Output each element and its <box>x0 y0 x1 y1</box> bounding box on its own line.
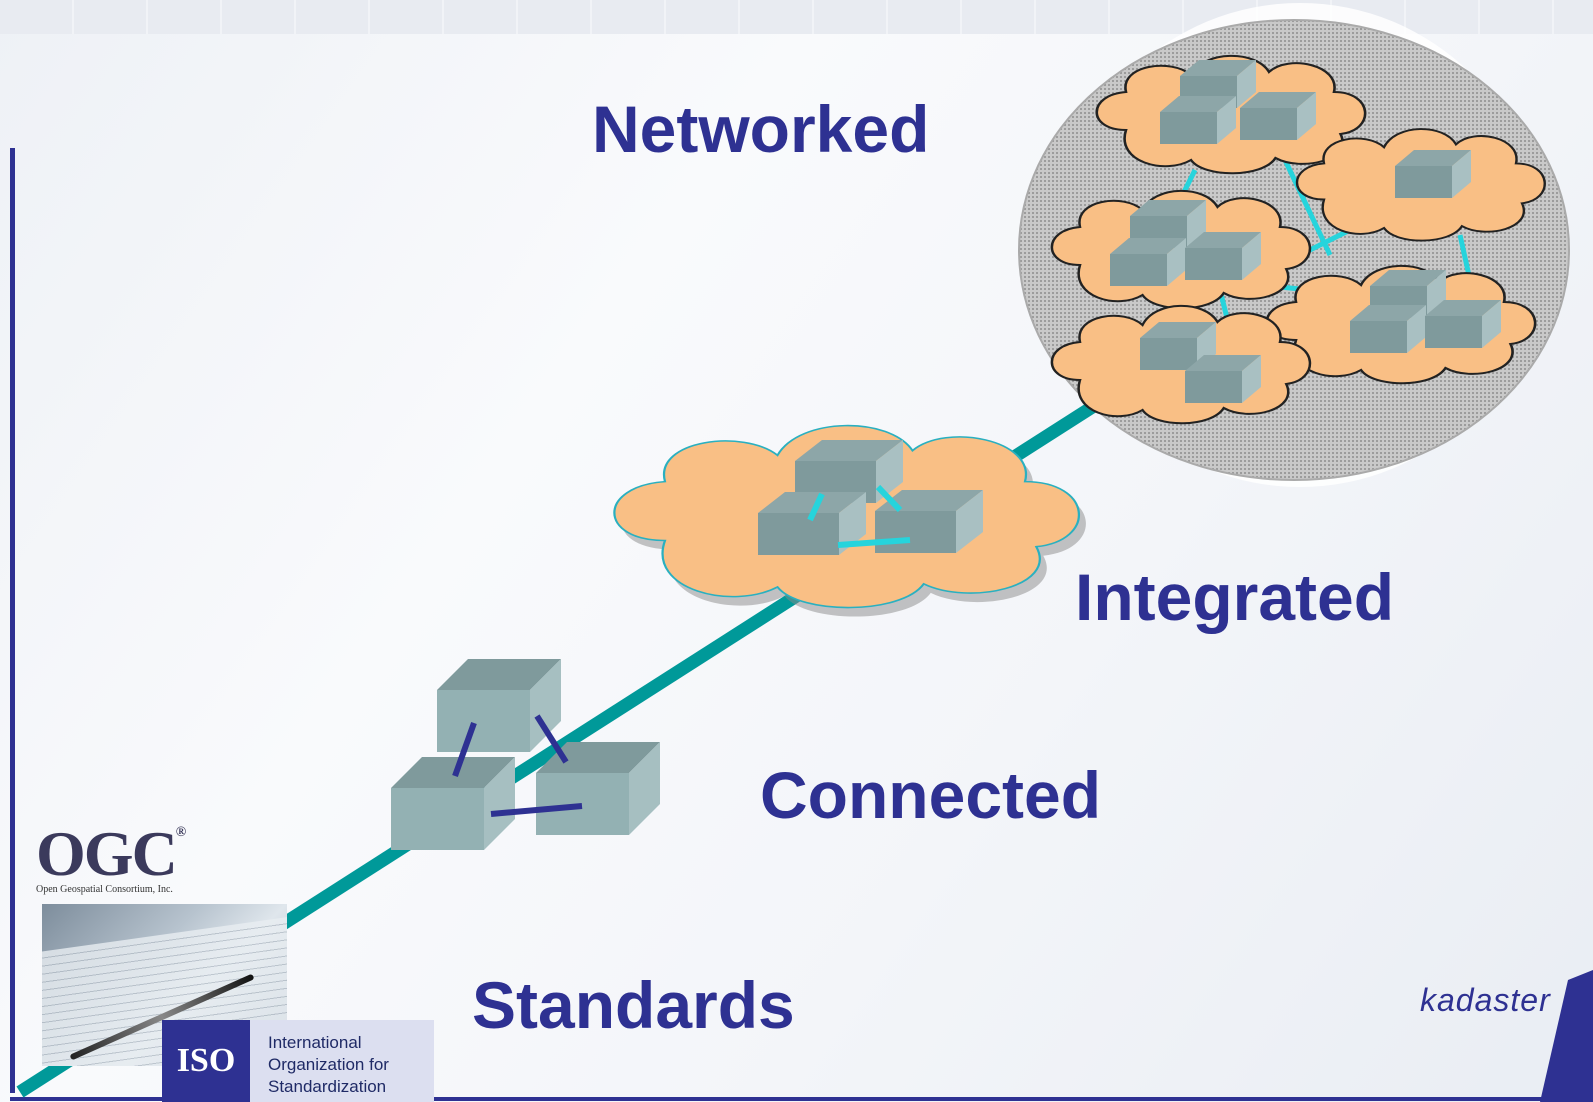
integrated-illustration <box>613 424 1086 617</box>
networked-illustration <box>1018 3 1570 487</box>
horizontal-axis <box>10 1097 1593 1101</box>
iso-line-2: Organization for <box>268 1055 389 1074</box>
ogc-title: OGC <box>36 818 178 889</box>
iso-line-3: Standardization <box>268 1077 387 1096</box>
ogc-logo: OGC® Open Geospatial Consortium, Inc. <box>36 822 206 896</box>
vertical-axis <box>10 148 15 1093</box>
iso-logo-panel: ISO International Organization for Stand… <box>162 1020 434 1102</box>
connected-illustration <box>391 659 660 850</box>
label-networked: Networked <box>592 92 930 166</box>
kadaster-logo: kadaster <box>1420 982 1551 1018</box>
ogc-registered-mark: ® <box>175 825 187 840</box>
label-standards: Standards <box>472 968 795 1042</box>
iso-logo: ISO <box>162 1020 250 1102</box>
ogc-subtitle: Open Geospatial Consortium, Inc. <box>36 884 173 895</box>
label-connected: Connected <box>760 758 1102 832</box>
label-integrated: Integrated <box>1075 560 1395 634</box>
iso-line-1: International <box>268 1033 362 1052</box>
corner-accent <box>1540 970 1593 1102</box>
